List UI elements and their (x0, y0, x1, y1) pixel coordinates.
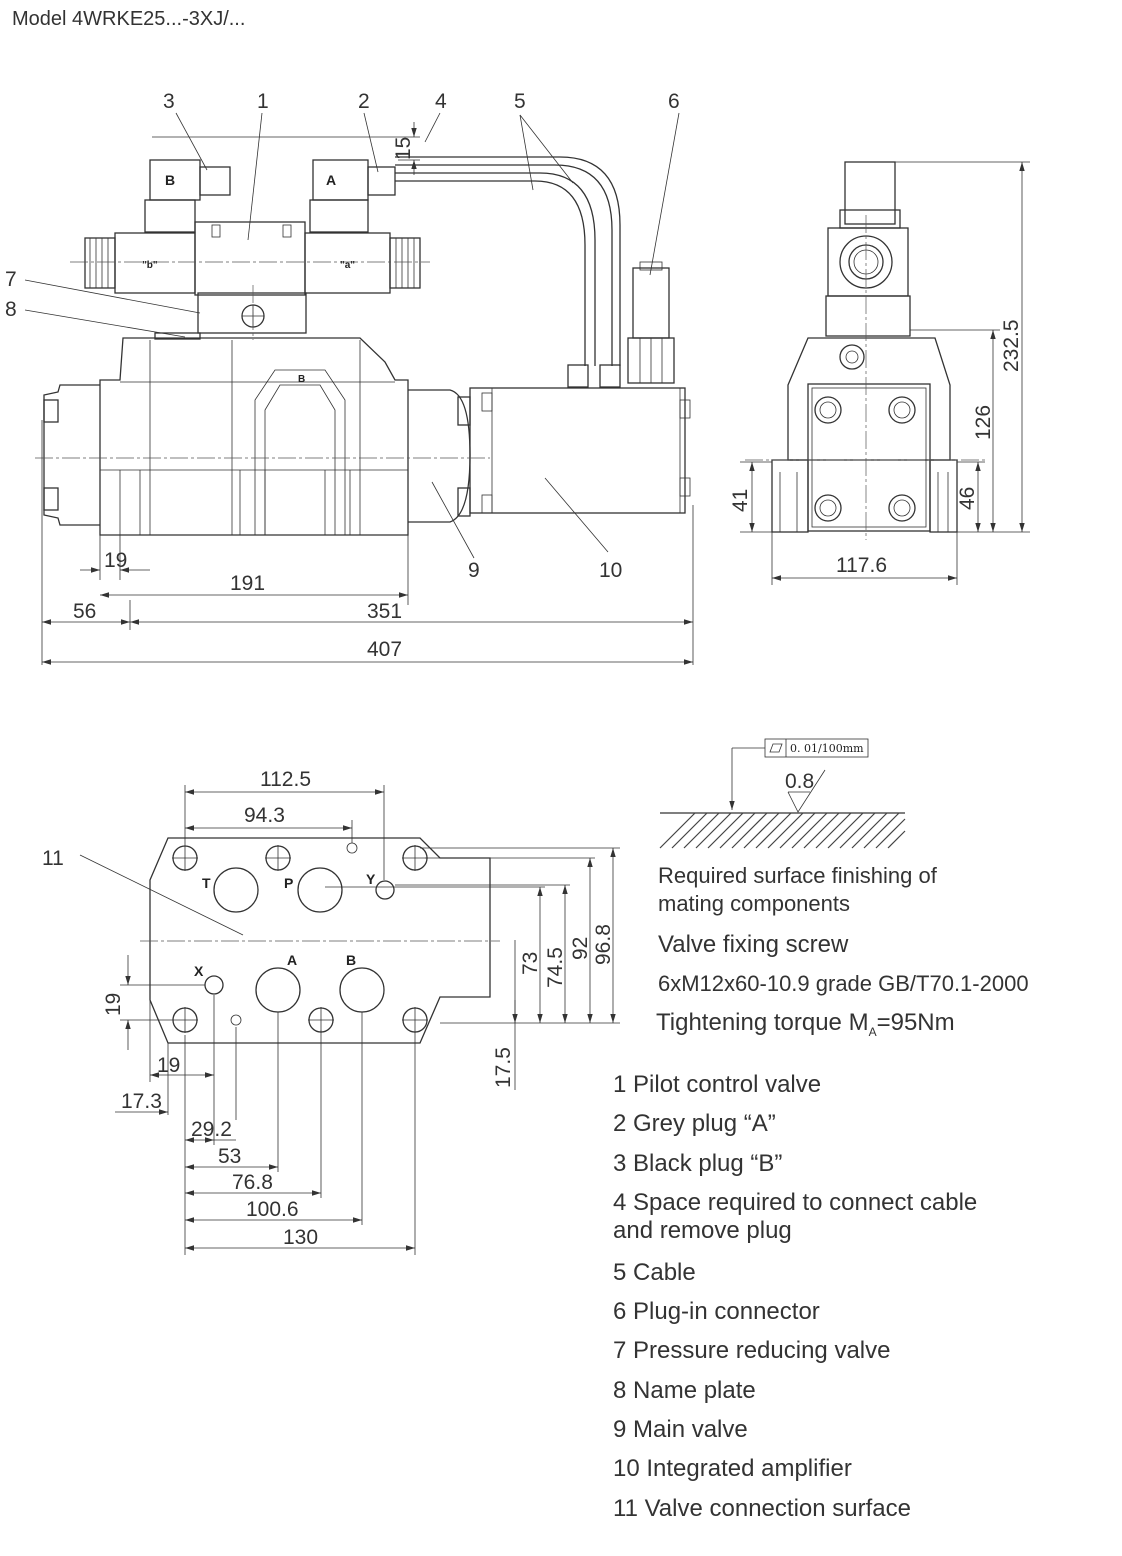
legend-item-1: 1 Pilot control valve (613, 1071, 822, 1098)
dim-53: 53 (218, 1145, 241, 1168)
dim-19-bottom: 19 (157, 1054, 180, 1077)
torque-subscript: A (868, 1024, 877, 1039)
port-y: Y (366, 871, 376, 887)
callout-7: 7 (5, 268, 17, 291)
legend-item-3: 3 Black plug “B” (613, 1149, 783, 1177)
note-screw-spec: 6xM12x60-10.9 grade GB/T70.1-2000 (658, 971, 1029, 996)
port-p: P (284, 875, 293, 891)
port-a: A (287, 952, 297, 968)
dim-100-6: 100.6 (246, 1198, 299, 1221)
dim-112-5: 112.5 (260, 768, 311, 791)
dim-15: 15 (392, 137, 415, 160)
legend-item-11: 11 Valve connection surface (613, 1494, 911, 1522)
port-x: X (194, 963, 204, 979)
model-title: Model 4WRKE25...-3XJ/... (12, 8, 246, 30)
roughness-value: 0.8 (785, 770, 814, 793)
dim-126: 126 (972, 405, 995, 440)
mounting-surface-view: T P Y X A B 11 112.5 94.3 73 74.5 92 96.… (42, 768, 620, 1255)
plug-a-letter: A (326, 172, 336, 188)
solenoid-a-label: "a" (340, 260, 355, 271)
legend-item-6: 6 Plug-in connector (613, 1298, 820, 1326)
dim-56: 56 (73, 600, 96, 623)
plug-b-letter: B (165, 172, 175, 188)
main-valve-port-b: B (298, 374, 305, 385)
callout-11: 11 (42, 847, 64, 870)
note-torque: Tightening torque MA=95Nm (656, 1011, 955, 1044)
callout-6: 6 (668, 90, 680, 113)
dim-76-8: 76.8 (232, 1171, 273, 1194)
port-b: B (346, 952, 356, 968)
legend-item-4-line2: and remove plug (613, 1216, 792, 1244)
dim-130: 130 (283, 1226, 318, 1249)
dim-29-2: 29.2 (191, 1118, 232, 1141)
dim-41: 41 (729, 489, 752, 512)
callout-9: 9 (468, 559, 480, 582)
note-finish-line2: mating components (658, 891, 850, 916)
callout-5: 5 (514, 90, 526, 113)
note-finish-line1: Required surface finishing of (658, 863, 937, 888)
dim-92: 92 (569, 937, 592, 960)
legend-item-8: 8 Name plate (613, 1376, 756, 1404)
dim-73: 73 (519, 952, 542, 975)
torque-label: Tightening torque M (656, 1009, 869, 1036)
dim-96-8: 96.8 (592, 924, 615, 965)
dim-94-3: 94.3 (244, 804, 285, 827)
legend-item-7: 7 Pressure reducing valve (613, 1337, 891, 1365)
surface-finish-symbol: 0. 01/100mm 0.8 (659, 738, 906, 849)
callout-8: 8 (5, 298, 17, 321)
dim-46: 46 (956, 487, 979, 510)
solenoid-b-label: "b" (142, 260, 158, 271)
callout-1: 1 (257, 90, 269, 113)
dim-407: 407 (367, 638, 402, 661)
legend-item-10: 10 Integrated amplifier (613, 1455, 852, 1483)
callout-4: 4 (435, 90, 447, 113)
note-screw-title: Valve fixing screw (658, 931, 849, 958)
callout-10: 10 (599, 559, 622, 582)
legend-item-4-line1: 4 Space required to connect cable (613, 1188, 978, 1216)
torque-value: =95Nm (876, 1009, 955, 1036)
dim-17-3: 17.3 (121, 1090, 162, 1113)
dim-19-left: 19 (102, 993, 125, 1016)
side-view: 232.5 126 46 41 117.6 (729, 161, 1030, 585)
dim-232-5: 232.5 (1000, 319, 1023, 372)
legend-item-9: 9 Main valve (613, 1416, 748, 1444)
flatness-tolerance: 0. 01/100mm (790, 742, 864, 755)
dim-17-5: 17.5 (492, 1047, 515, 1088)
legend-item-5: 5 Cable (613, 1258, 696, 1286)
dim-117-6: 117.6 (836, 554, 887, 577)
legend-item-2: 2 Grey plug “A” (613, 1110, 776, 1138)
callout-2: 2 (358, 90, 370, 113)
legend: 1 Pilot control valve 2 Grey plug “A” 3 … (613, 1071, 1113, 1534)
dim-351: 351 (367, 600, 402, 623)
port-t: T (202, 875, 211, 891)
dim-19-front: 19 (104, 549, 127, 572)
dim-74-5: 74.5 (544, 947, 567, 988)
front-view: B (5, 90, 694, 665)
callout-3: 3 (163, 90, 175, 113)
dim-191: 191 (230, 572, 265, 595)
